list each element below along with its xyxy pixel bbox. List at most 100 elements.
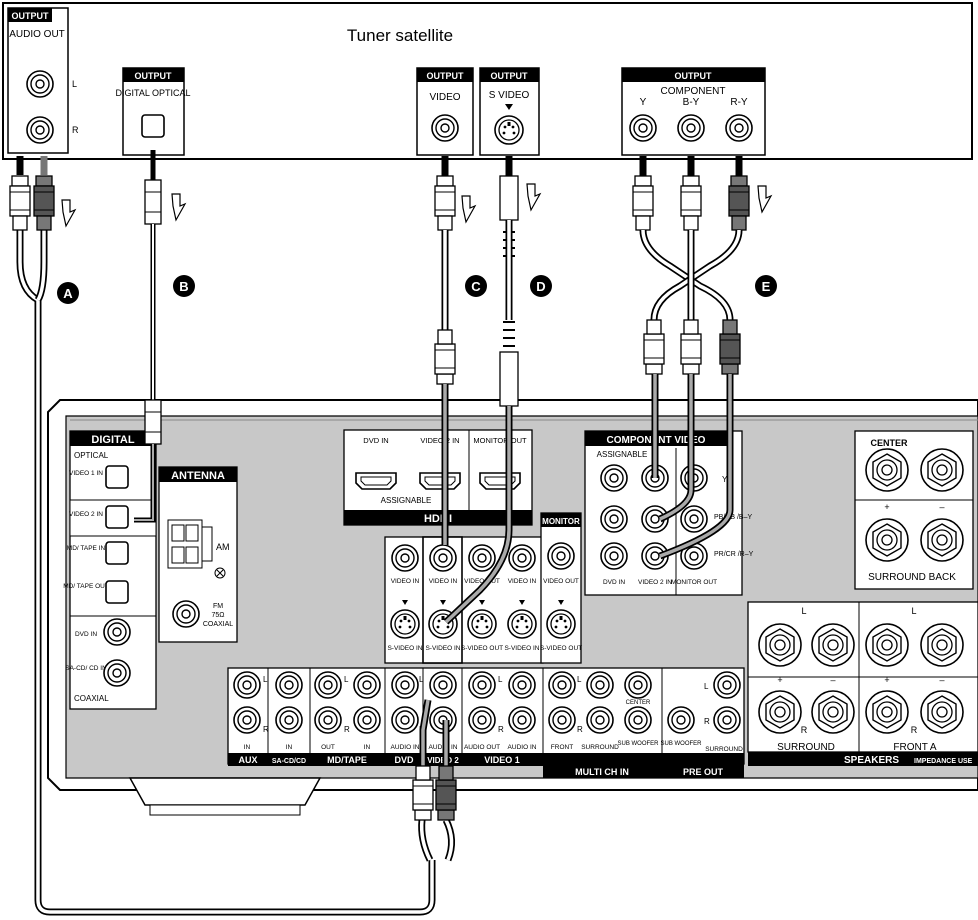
cables (9, 150, 772, 916)
preout-surround-r-jack[interactable] (713, 706, 741, 734)
callout-d (530, 275, 552, 297)
front-l-plus-terminal[interactable] (865, 623, 909, 667)
comp-dvd-pb-jack[interactable] (600, 505, 628, 533)
dvd-group-label: DVD (394, 755, 414, 765)
preout-surround-l-jack[interactable] (713, 671, 741, 699)
multich-center-jack[interactable] (624, 671, 652, 699)
front-r-minus-terminal[interactable] (920, 690, 964, 734)
front-l-minus-terminal[interactable] (920, 623, 964, 667)
dvd-l-marker: L (419, 675, 424, 684)
tuner-optical-jack[interactable] (141, 114, 165, 138)
multich-front-r-jack[interactable] (548, 706, 576, 734)
video2-video-in-jack[interactable] (429, 544, 457, 572)
monitor-svideo-out-jack[interactable] (546, 609, 576, 639)
comp-dvd-pr-jack[interactable] (600, 542, 628, 570)
tuner-video-jack[interactable] (431, 114, 459, 142)
surround-label: SURROUND (777, 742, 835, 753)
preout-subwoofer-jack[interactable] (667, 706, 695, 734)
sacd-l-jack[interactable] (275, 671, 303, 699)
fm-coaxial-jack[interactable] (172, 600, 200, 628)
front-r-plus-terminal[interactable] (865, 690, 909, 734)
tuner-video-output-tag: OUTPUT (427, 71, 465, 81)
video1-svideo-out-jack[interactable] (467, 609, 497, 639)
callout-b-letter: B (179, 279, 188, 294)
aux-l-jack[interactable] (233, 671, 261, 699)
fm-ohm-label: 75Ω (211, 612, 224, 619)
multich-surround-r-jack[interactable] (586, 706, 614, 734)
tuner-audio-l-jack[interactable] (26, 70, 54, 98)
video1-video-in-jack[interactable] (508, 544, 536, 572)
tuner-component-output-tag: OUTPUT (675, 71, 713, 81)
monitor-video-out-jack[interactable] (547, 542, 575, 570)
tuner-audio-r-jack[interactable] (26, 116, 54, 144)
multich-surround-l-jack[interactable] (586, 671, 614, 699)
comp-dvd-y-jack[interactable] (600, 464, 628, 492)
video2-audio-l-jack[interactable] (429, 671, 457, 699)
multich-front-l-jack[interactable] (548, 671, 576, 699)
mdtape-group-label: MD/TAPE (327, 755, 367, 765)
hdmi-video2-in-port[interactable] (419, 472, 461, 490)
mdtape-out-r-jack[interactable] (314, 706, 342, 734)
sacd-in-label: SA-CD/ CD IN (65, 665, 107, 672)
tuner-component-label: COMPONENT (661, 86, 726, 97)
video1-svideo-in-jack[interactable] (507, 609, 537, 639)
mdtape-in-l-jack[interactable] (353, 671, 381, 699)
coaxial-label: COAXIAL (74, 694, 109, 703)
tuner-component-y-jack[interactable] (629, 114, 657, 142)
optical-video2-in-jack[interactable] (105, 505, 129, 529)
cable-d-svideo (443, 156, 519, 625)
tuner-component-by-jack[interactable] (677, 114, 705, 142)
coaxial-sacd-in-jack[interactable] (103, 659, 131, 687)
speaker-terminals: CENTER + – SURROUND BACK L L + – + – R R… (747, 430, 978, 766)
comp-monitor-pb-jack[interactable] (680, 505, 708, 533)
tuner-component-y-label: Y (640, 97, 647, 108)
surround-back-label: SURROUND BACK (868, 572, 956, 583)
comp-pb-label: PB/CB /B–Y (714, 514, 752, 521)
surround-r-minus-terminal[interactable] (811, 690, 855, 734)
tuner-audio-output-tag: OUTPUT (12, 11, 50, 21)
optical-video1-in-jack[interactable] (105, 465, 129, 489)
video1-audio-in-r-jack[interactable] (508, 706, 536, 734)
surround-l-marker: L (801, 606, 806, 616)
callout-c (465, 275, 487, 297)
tuner-audio-out: OUTPUT AUDIO OUT L R (7, 7, 79, 154)
aux-r-marker: R (263, 725, 269, 734)
hdmi-monitor-out-port[interactable] (479, 472, 521, 490)
surround-back-minus-terminal[interactable] (920, 518, 964, 562)
video1-audio-in-l-jack[interactable] (508, 671, 536, 699)
mdtape-l-marker: L (344, 675, 349, 684)
dvd-audio-r-jack[interactable] (391, 706, 419, 734)
video1-audio-out-r-jack[interactable] (468, 706, 496, 734)
surround-r-plus-terminal[interactable] (758, 690, 802, 734)
center-minus-terminal[interactable] (920, 448, 964, 492)
coaxial-dvd-in-jack[interactable] (103, 618, 131, 646)
video1-video-out-jack[interactable] (468, 544, 496, 572)
surround-r-marker: R (801, 725, 808, 735)
center-plus-terminal[interactable] (865, 448, 909, 492)
component-assignable-label: ASSIGNABLE (597, 450, 648, 459)
signal-arrow-d (526, 183, 541, 211)
tuner-component-ry-jack[interactable] (725, 114, 753, 142)
video-jack-bank: VIDEO IN VIDEO IN VIDEO OUT VIDEO IN S-V… (384, 536, 544, 664)
video1-audio-out-l-jack[interactable] (468, 671, 496, 699)
sacd-r-jack[interactable] (275, 706, 303, 734)
optical-md-tape-in-jack[interactable] (105, 541, 129, 565)
multich-subwoofer-jack[interactable] (624, 706, 652, 734)
dvd-audio-l-jack[interactable] (391, 671, 419, 699)
surround-l-plus-terminal[interactable] (758, 623, 802, 667)
dvd-svideo-in-jack[interactable] (390, 609, 420, 639)
digital-optical-label: OPTICAL (74, 451, 109, 460)
tuner-digital-optical: OUTPUT DIGITAL OPTICAL (115, 67, 191, 156)
dvd-video-in-jack[interactable] (391, 544, 419, 572)
video2-in-label: VIDEO 2 IN (69, 511, 103, 518)
mdtape-in-r-jack[interactable] (353, 706, 381, 734)
surround-l-minus-terminal[interactable] (811, 623, 855, 667)
surround-back-plus-terminal[interactable] (865, 518, 909, 562)
tuner-svideo-jack[interactable] (494, 115, 524, 145)
optical-md-tape-out-jack[interactable] (105, 580, 129, 604)
video1-video-in-label: VIDEO IN (508, 578, 537, 585)
aux-r-jack[interactable] (233, 706, 261, 734)
hdmi-dvd-in-port[interactable] (355, 472, 397, 490)
mdtape-out-l-jack[interactable] (314, 671, 342, 699)
tuner-s-video: OUTPUT S VIDEO (479, 67, 540, 156)
